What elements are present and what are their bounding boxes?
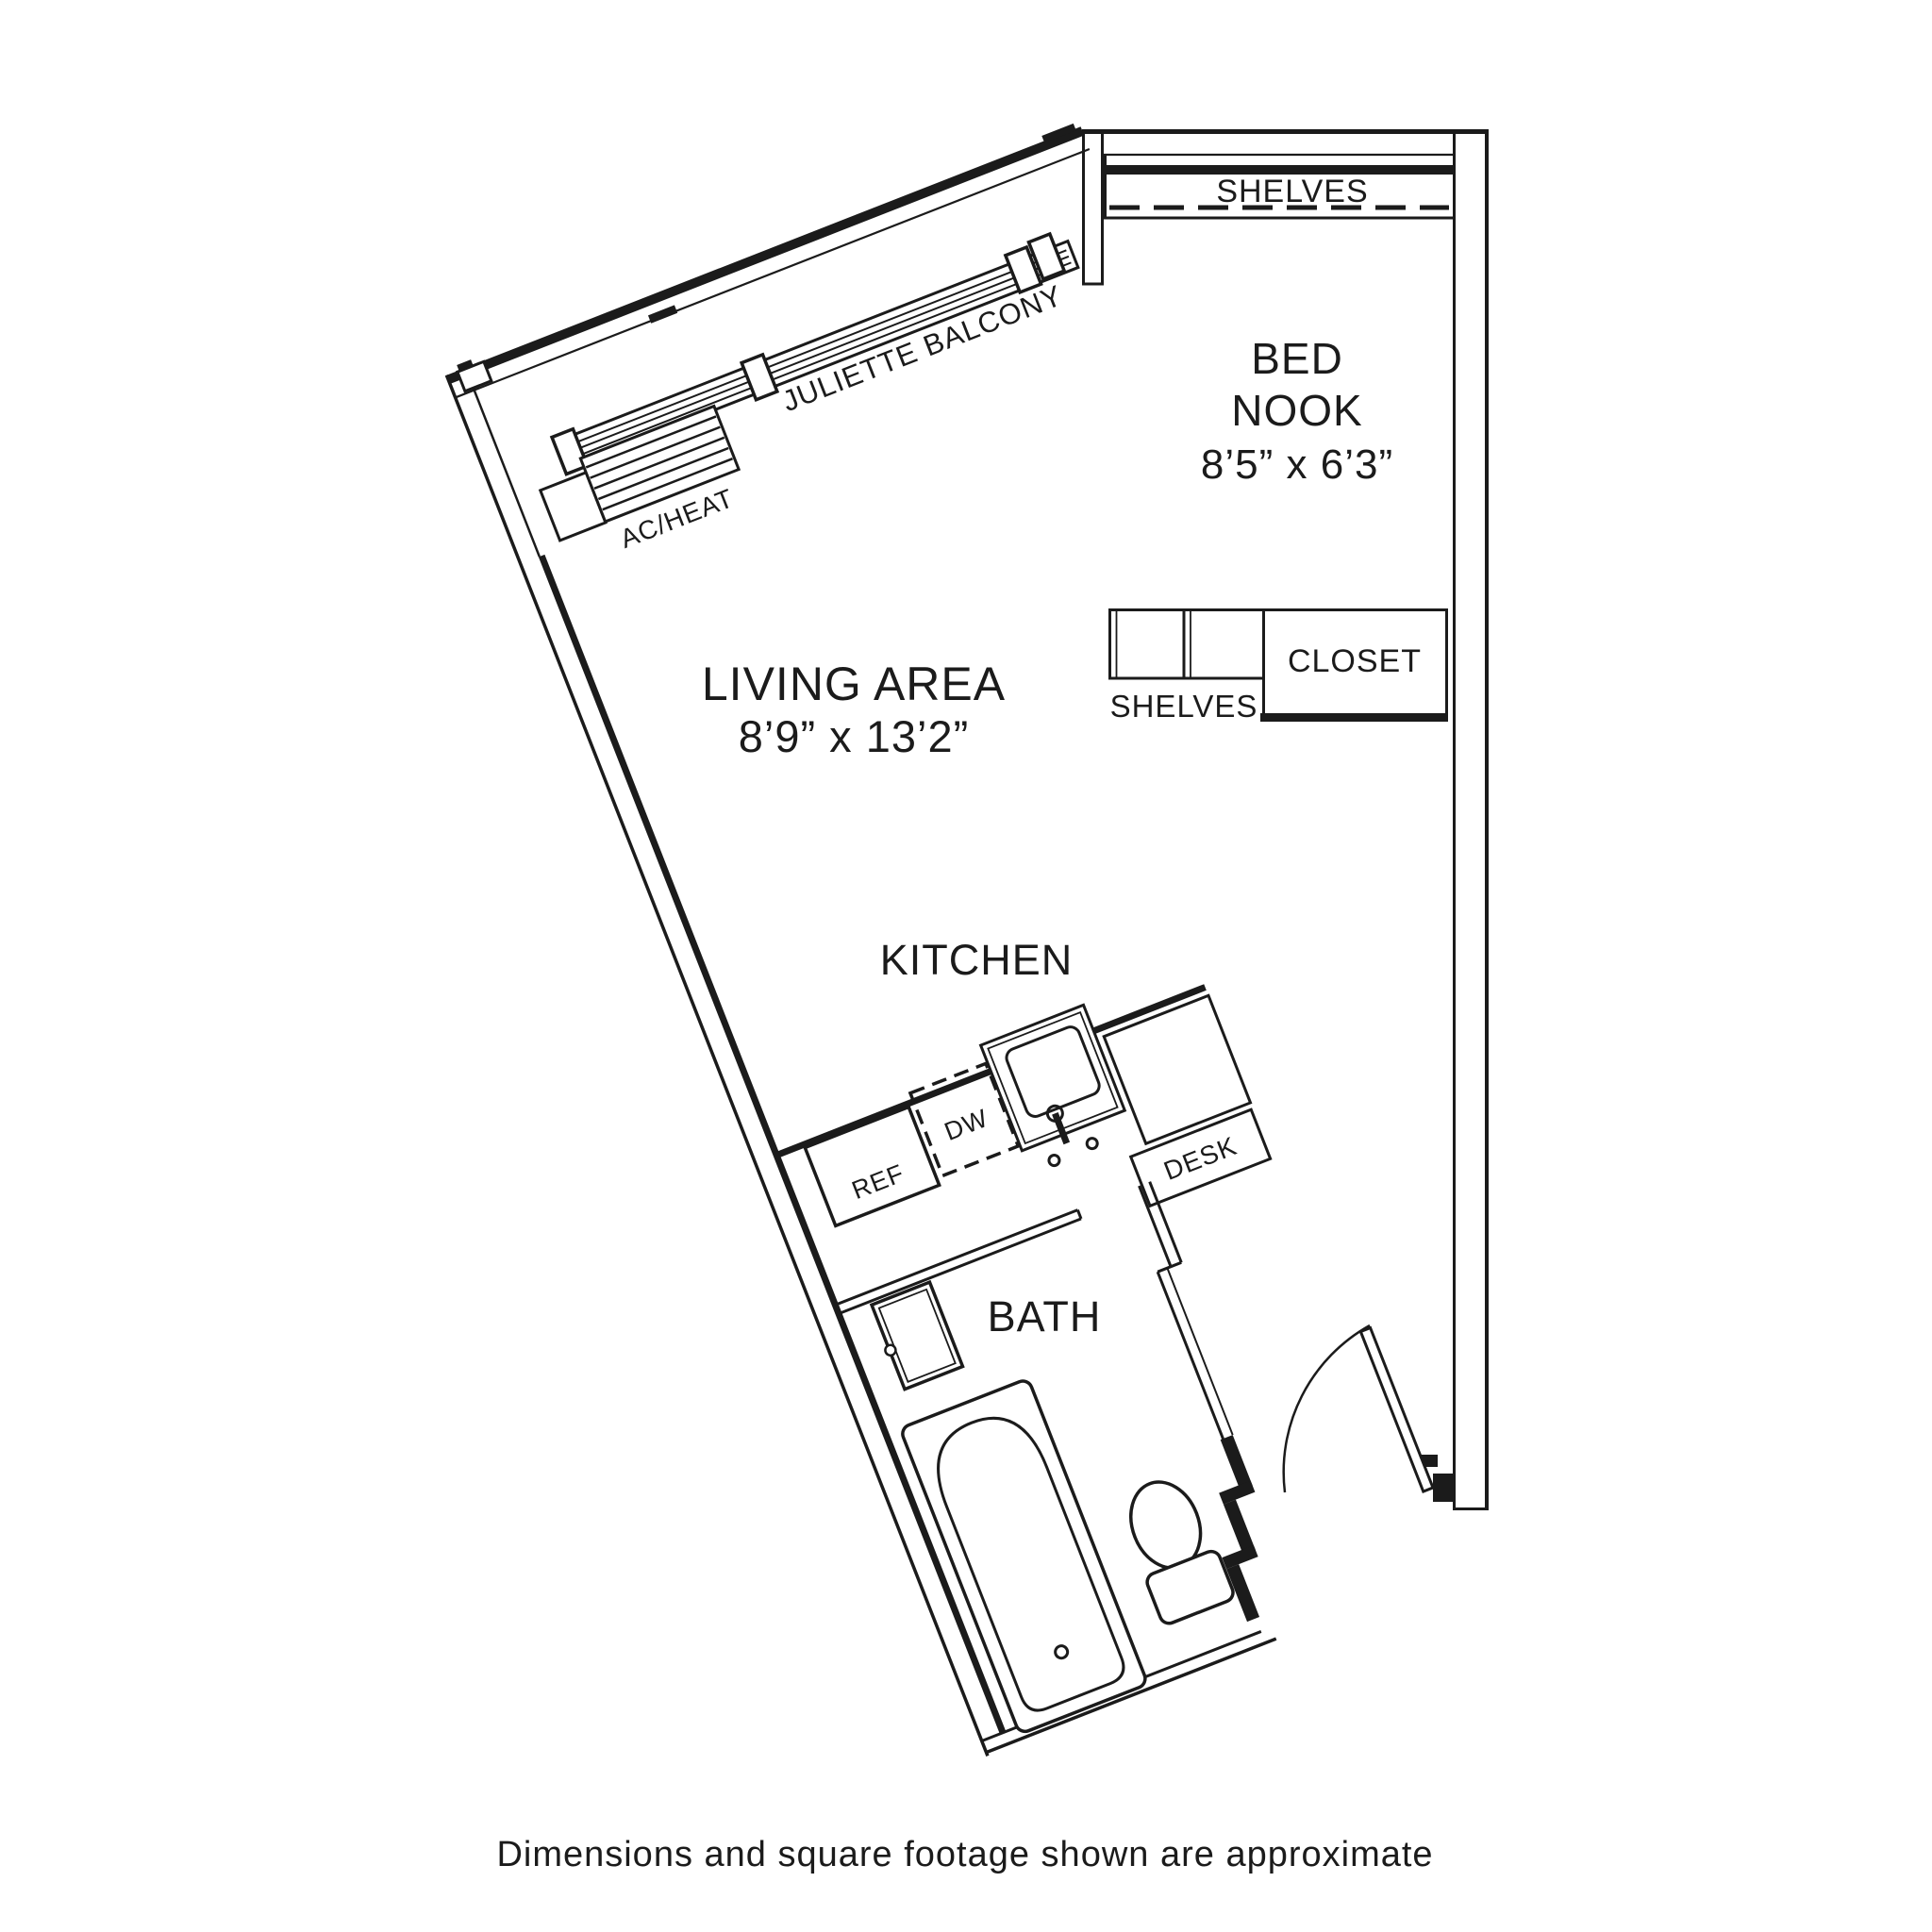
living-area-label: LIVING AREA	[702, 658, 1006, 710]
left-wall-outer	[444, 375, 990, 1757]
faucet-stem	[1052, 1112, 1071, 1145]
railing-line-2	[570, 255, 1070, 453]
bath-top-wall-a	[837, 1208, 1078, 1306]
door-jamb-lower	[1433, 1474, 1455, 1502]
room-labels: LIVING AREA 8’9” x 13’2” KITCHEN BATH	[702, 658, 1102, 1341]
railing-post-2	[739, 352, 780, 403]
shelf-heavy-line	[1104, 165, 1453, 175]
closet: CLOSET	[1260, 608, 1448, 722]
bath-step-2	[1219, 1480, 1256, 1505]
bath-right-jog	[1157, 1260, 1182, 1274]
bed-nook-and-right-wall: SHELVES BED NOOK 8’5” x 6’3” SHELVES CLO…	[1082, 129, 1489, 1510]
window-mullion-tick	[647, 305, 678, 324]
door-swing-arc	[1282, 1324, 1371, 1493]
toilet-tank	[1145, 1549, 1235, 1625]
balcony-wall	[446, 123, 1091, 399]
bath-top-wall-cap	[1075, 1209, 1083, 1220]
bathtub-outer	[901, 1379, 1147, 1734]
corner-tick	[457, 359, 474, 372]
ac-hatch-line	[597, 446, 729, 501]
kitchen-label: KITCHEN	[880, 936, 1074, 984]
bath-right-inner-b	[1166, 1267, 1234, 1436]
railing-post-4	[1026, 231, 1067, 282]
left-wall-inner-thick	[538, 554, 1007, 1735]
bath-right-inner-a	[1156, 1271, 1226, 1444]
ac-hatch-line	[585, 415, 717, 469]
bed-nook-shelves-unit: SHELVES	[1104, 153, 1453, 220]
door-leaf	[1358, 1325, 1435, 1493]
shelves-top-label: SHELVES	[1216, 174, 1368, 209]
dishwasher-label: DW	[941, 1104, 992, 1146]
bed-nook-label-line2: NOOK	[1231, 386, 1362, 435]
bathtub-drain	[1054, 1644, 1070, 1660]
ac-hatch-line	[602, 458, 733, 511]
bath-fixtures	[869, 1279, 1235, 1734]
bath-right-upper-a	[1138, 1185, 1173, 1268]
shelves-mid-label: SHELVES	[1110, 689, 1258, 724]
railing-post-1	[549, 426, 590, 476]
bathtub-inner	[937, 1416, 1125, 1712]
bath-step-5	[1226, 1564, 1260, 1623]
bath-step-4	[1222, 1545, 1258, 1570]
ac-hatch-line	[590, 425, 721, 479]
kitchen-sink	[1005, 1025, 1101, 1118]
bath-step-1	[1220, 1435, 1253, 1491]
corner-block	[455, 359, 493, 393]
dishwasher-box	[908, 1061, 1021, 1178]
railing-post-3	[1003, 244, 1043, 295]
sink-counter-inner	[987, 1010, 1119, 1145]
balcony-heavy-line	[446, 126, 1085, 384]
balcony-inner-line	[455, 147, 1091, 399]
sink-counter	[978, 1003, 1127, 1153]
bath-step-3	[1223, 1499, 1257, 1556]
balcony-end-notch	[1041, 123, 1076, 143]
entry-door	[1282, 1324, 1455, 1502]
refrigerator-box	[803, 1105, 941, 1228]
vanity-knob	[884, 1343, 897, 1357]
living-area-dims: 8’9” x 13’2”	[739, 711, 970, 761]
desk	[1128, 1108, 1273, 1208]
bath-bottom-wall-outer	[985, 1637, 1277, 1755]
footer-note: Dimensions and square footage shown are …	[496, 1835, 1433, 1874]
bath-label: BATH	[988, 1292, 1102, 1341]
bath-top-wall-b	[841, 1217, 1082, 1314]
rotated-wing: JULIETTE BALCONY AC/HEAT REF DW	[444, 123, 1277, 1757]
bed-nook-dims: 8’5” x 6’3”	[1201, 441, 1393, 488]
bed-nook-label-line1: BED	[1251, 334, 1343, 383]
faucet-knob-left	[1047, 1154, 1061, 1168]
kitchen-counters: REF DW DESK	[777, 984, 1273, 1228]
closet-label: CLOSET	[1288, 643, 1422, 679]
faucet-knob-right	[1085, 1137, 1099, 1151]
railing-line-1	[568, 249, 1067, 447]
left-wall-inner-thin	[472, 388, 541, 558]
vanity-cabinet	[869, 1279, 965, 1391]
ac-hatch-line	[593, 436, 725, 490]
railing-line-3	[573, 261, 1072, 459]
mid-shelves-unit: SHELVES	[1108, 608, 1262, 724]
closet-bottom-heavy	[1260, 713, 1448, 722]
bath-right-upper-b	[1148, 1181, 1183, 1263]
door-leaf-group	[1358, 1325, 1435, 1493]
counter-return	[1102, 993, 1253, 1146]
